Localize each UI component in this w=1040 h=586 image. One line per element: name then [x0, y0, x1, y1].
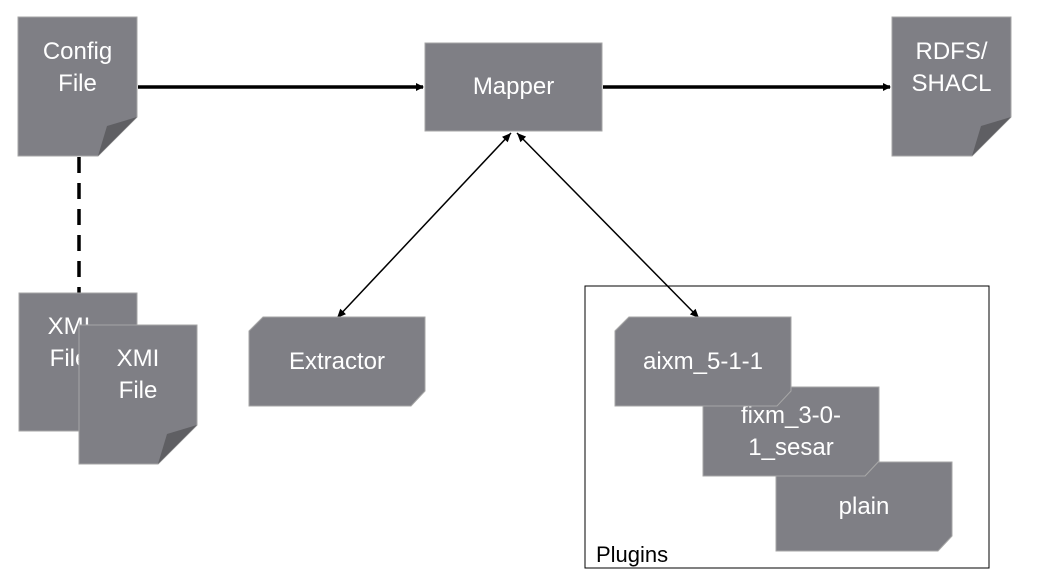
rdfs-shacl-label-line1: RDFS/	[915, 38, 988, 65]
config-file-label-line1: Config	[42, 38, 113, 65]
mapper-plugins-arrow	[516, 132, 700, 319]
plugins-title: Plugins	[596, 542, 669, 567]
xmi-file-front-label: XMI File	[79, 343, 197, 407]
config-file-label-line2: File	[58, 70, 97, 97]
plugin-fixm-label-line2: 1_sesar	[748, 434, 834, 461]
extractor-label: Extractor	[288, 348, 386, 375]
extractor-shape[interactable]	[248, 316, 426, 407]
config-file-label: Config File	[18, 36, 137, 100]
rdfs-shacl-fold	[972, 117, 1011, 156]
xmi-file-front-label-line2: File	[118, 377, 158, 404]
rdfs-shacl-label-line2: SHACL	[911, 70, 992, 97]
mapper-extractor-arrow	[336, 132, 512, 319]
plugin-plain-label: plain	[838, 493, 890, 520]
plugin-fixm-label: fixm_3-0- 1_sesar	[703, 400, 879, 464]
mapper-label: Mapper	[472, 73, 555, 100]
plugin-aixm-label: aixm_5-1-1	[642, 348, 764, 375]
rdfs-shacl-label: RDFS/ SHACL	[892, 36, 1011, 100]
mapper-shape[interactable]	[424, 42, 603, 132]
xmi-file-front-label-line1: XMI	[116, 345, 160, 372]
config-file-fold	[98, 117, 137, 156]
